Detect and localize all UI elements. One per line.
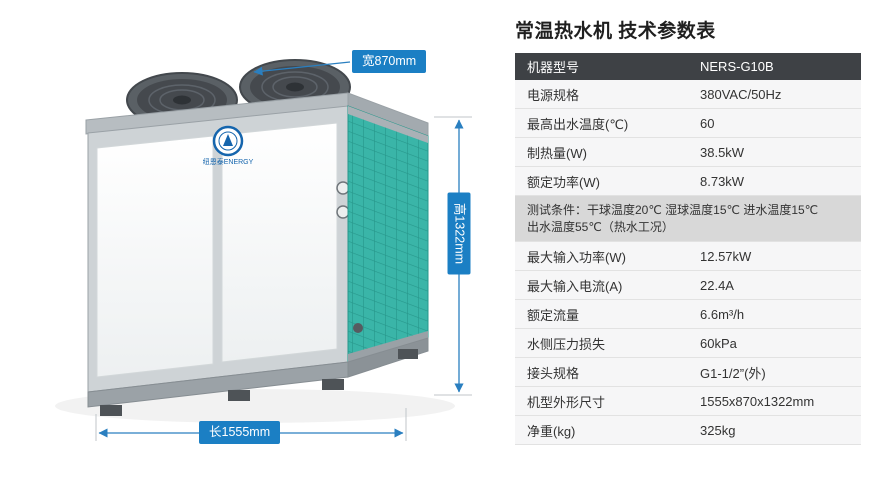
test-conditions-row: 测试条件：干球温度20℃ 湿球温度15℃ 进水温度15℃ 出水温度55℃（热水工… — [515, 196, 861, 242]
spec-value: 325kg — [700, 422, 736, 438]
valve-icon — [353, 323, 363, 333]
product-illustration: 纽恩泰ENERGY — [55, 59, 472, 441]
product-image: 纽恩泰ENERGY — [55, 50, 472, 444]
width-dimension-label: 宽870mm — [352, 50, 427, 73]
spec-label: 最大输入功率(W) — [527, 249, 626, 265]
brand-logo-text: 纽恩泰ENERGY — [203, 157, 254, 166]
spec-value: 6.6m³/h — [700, 306, 745, 322]
table-row: 机型外形尺寸 1555x870x1322mm — [515, 387, 861, 416]
test-conditions-line2: 出水温度55℃（热水工况） — [527, 220, 674, 234]
width-dimension-arrow — [253, 61, 351, 76]
table-row: 最大输入电流(A) 22.4A — [515, 271, 861, 300]
table-row: 制热量(W) 38.5kW — [515, 138, 861, 167]
table-row: 额定流量 6.6m³/h — [515, 300, 861, 329]
length-dimension-label: 长1555mm — [199, 421, 281, 444]
brand-logo: 纽恩泰ENERGY — [203, 125, 254, 166]
table-row: 最大输入功率(W) 12.57kW — [515, 242, 861, 271]
table-row: 接头规格 G1-1/2”(外) — [515, 358, 861, 387]
spec-label: 最大输入电流(A) — [527, 278, 623, 294]
spec-label: 额定功率(W) — [527, 174, 600, 190]
table-row: 水侧压力损失 60kPa — [515, 329, 861, 358]
spec-value: 22.4A — [700, 277, 734, 293]
model-label: 机器型号 — [527, 60, 580, 75]
table-row: 最高出水温度(℃) 60 — [515, 109, 861, 138]
spec-value: 60 — [700, 115, 715, 131]
spec-label: 电源规格 — [527, 87, 580, 103]
page-title: 常温热水机 技术参数表 — [515, 21, 716, 42]
spec-label: 净重(kg) — [527, 423, 576, 439]
test-conditions-line1: 测试条件：干球温度20℃ 湿球温度15℃ 进水温度15℃ — [527, 203, 819, 217]
spec-label: 最高出水温度(℃) — [527, 116, 629, 132]
spec-value: 12.57kW — [700, 248, 752, 264]
spec-label: 机型外形尺寸 — [527, 394, 606, 410]
spec-table: 机器型号 NERS-G10B 电源规格 380VAC/50Hz 最高出水温度(℃… — [515, 53, 861, 445]
spec-value: 380VAC/50Hz — [700, 86, 782, 102]
table-row: 净重(kg) 325kg — [515, 416, 861, 445]
spec-label: 额定流量 — [527, 307, 580, 323]
table-header-row: 机器型号 NERS-G10B — [515, 53, 861, 80]
table-row: 额定功率(W) 8.73kW — [515, 167, 861, 196]
cabinet-front — [87, 105, 349, 393]
spec-value: 1555x870x1322mm — [700, 393, 815, 409]
model-value: NERS-G10B — [700, 59, 774, 74]
spec-value: 8.73kW — [700, 173, 745, 189]
spec-label: 接头规格 — [527, 365, 580, 381]
table-row: 电源规格 380VAC/50Hz — [515, 80, 861, 109]
base-frame — [87, 337, 429, 416]
spec-panel: 常温热水机 技术参数表 机器型号 NERS-G10B 电源规格 380VAC/5… — [515, 16, 861, 445]
evaporator-coil — [347, 105, 429, 363]
spec-value: 60kPa — [700, 335, 737, 351]
spec-value: 38.5kW — [700, 144, 745, 160]
height-dimension-label: 高1322mm — [447, 192, 471, 275]
spec-value: G1-1/2”(外) — [700, 365, 766, 381]
spec-label: 水侧压力损失 — [527, 336, 606, 352]
spec-label: 制热量(W) — [527, 145, 587, 161]
